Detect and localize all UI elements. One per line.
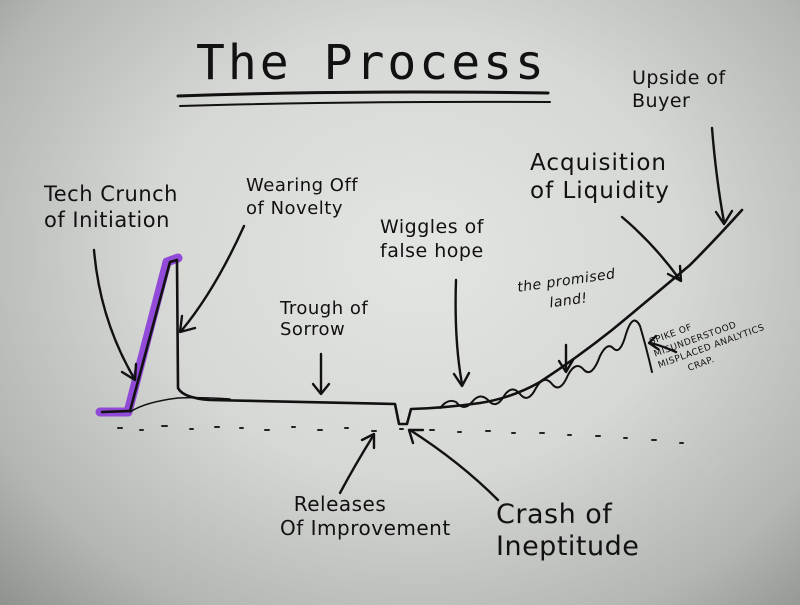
label-wearing-off: Wearing Off of Novelty: [246, 175, 359, 219]
wiggles-curve: [439, 319, 653, 409]
label-trough: Trough of Sorrow: [280, 298, 369, 340]
label-acquisition: Acquisition of Liquidity: [530, 150, 670, 204]
title-underline-2: [179, 100, 551, 107]
initiation-highlight: [95, 253, 183, 417]
label-tech-crunch: Tech Crunch of Initiation: [44, 182, 178, 233]
label-wiggles: Wiggles of false hope: [380, 216, 484, 262]
page-title: The Process: [196, 35, 547, 91]
label-releases: Releases Of Improvement: [280, 492, 451, 540]
title-underline-1: [176, 90, 550, 98]
label-upside: Upside of Buyer: [632, 67, 726, 112]
baseline-dashes: [117, 425, 684, 444]
baseline-sketch: [129, 396, 231, 413]
process-curve: [100, 208, 744, 426]
label-crash: Crash of Ineptitude: [496, 499, 640, 563]
arrows: [92, 126, 734, 502]
